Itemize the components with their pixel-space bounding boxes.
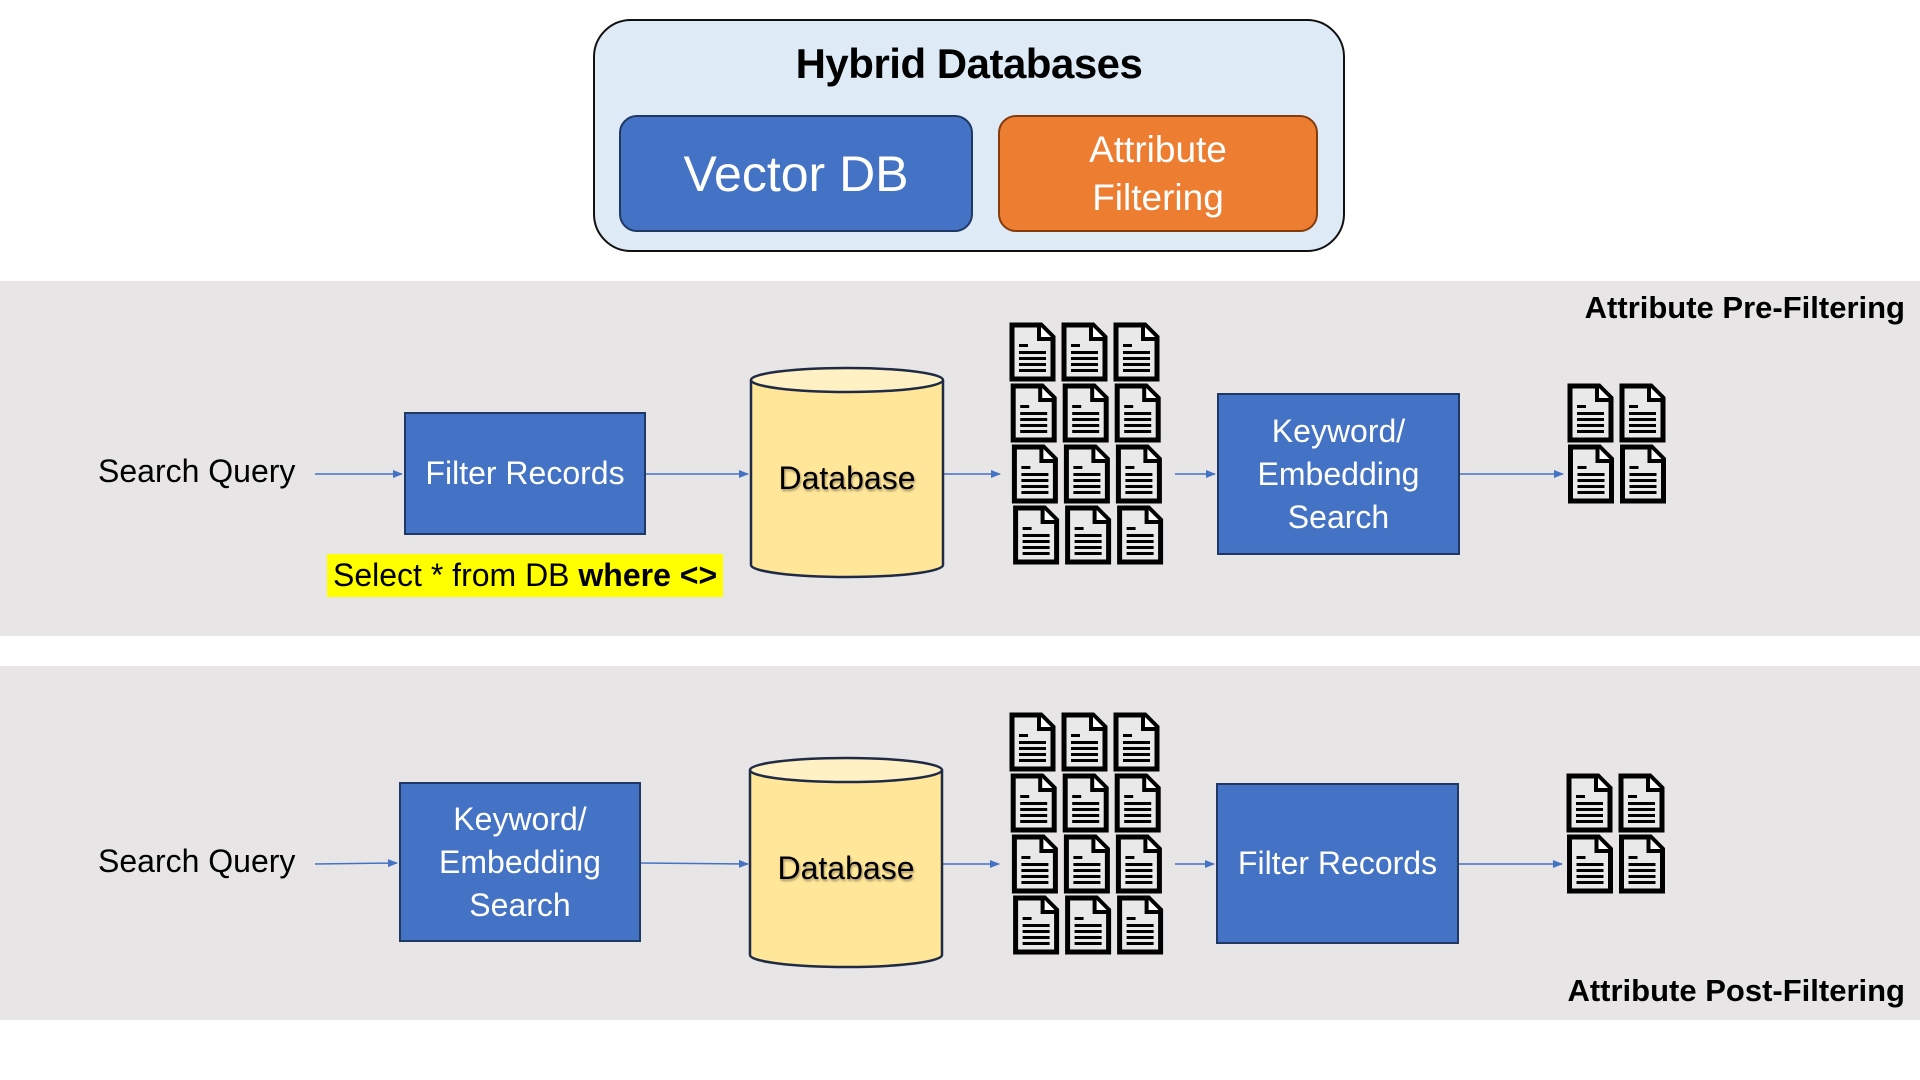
pre-keyword-line2: Embedding [1257, 455, 1420, 492]
document-icon [1016, 898, 1057, 952]
document-icon [1012, 325, 1053, 379]
pre-database-label: Database [778, 460, 916, 496]
document-icon [1570, 837, 1611, 891]
document-icon [1014, 837, 1055, 891]
arrow-keyword-to-db [640, 859, 749, 868]
document-icon [1569, 776, 1610, 830]
post-search-query-label: Search Query [98, 843, 296, 879]
sql-bold: where <> [578, 557, 718, 593]
post-keyword-line1: Keyword/ [453, 800, 587, 837]
document-icon [1012, 715, 1053, 769]
document-icon [1068, 508, 1109, 562]
pre-database-cylinder [749, 366, 945, 579]
pre-filter-records-box: Filter Records [404, 412, 646, 535]
pre-result-docs [1570, 386, 1664, 501]
post-intermediate-docs [1012, 715, 1161, 952]
attribute-filtering-label-line2: Filtering [1092, 176, 1224, 218]
vector-db-box: Vector DB [619, 115, 973, 232]
document-icon [1571, 447, 1612, 501]
post-keyword-line3: Search [469, 886, 571, 923]
sql-plain: Select * from DB [333, 557, 579, 593]
document-icon [1120, 508, 1161, 562]
document-icon [1117, 776, 1158, 830]
post-database-label: Database [777, 850, 915, 886]
hybrid-databases-title: Hybrid Databases [795, 40, 1143, 87]
document-icon [1066, 837, 1107, 891]
document-icon [1064, 715, 1105, 769]
pre-intermediate-docs [1012, 325, 1161, 562]
pre-keyword-search-box: Keyword/ Embedding Search [1217, 393, 1460, 555]
post-filter-records-box: Filter Records [1216, 783, 1459, 944]
document-icon [1016, 508, 1057, 562]
pre-keyword-line3: Search [1287, 498, 1390, 535]
vector-db-label: Vector DB [683, 145, 909, 202]
document-icon [1014, 447, 1055, 501]
document-icon [1622, 837, 1663, 891]
document-icon [1116, 325, 1157, 379]
post-keyword-search-box: Keyword/ Embedding Search [399, 782, 641, 942]
post-result-docs [1569, 776, 1663, 891]
arrow-query-to-keyword [314, 859, 398, 868]
document-icon [1621, 776, 1662, 830]
document-icon [1118, 837, 1159, 891]
document-icon [1066, 447, 1107, 501]
document-icon [1065, 386, 1106, 440]
attribute-filtering-box: Attribute Filtering [998, 115, 1318, 232]
post-keyword-line2: Embedding [439, 843, 601, 880]
document-icon [1623, 447, 1664, 501]
document-icon [1013, 776, 1054, 830]
post-filtering-label: Attribute Post-Filtering [1567, 973, 1905, 1008]
pre-filter-records-label: Filter Records [425, 455, 625, 491]
document-icon [1116, 715, 1157, 769]
document-icon [1622, 386, 1663, 440]
document-icon [1064, 325, 1105, 379]
pre-search-query-label: Search Query [98, 453, 296, 489]
post-database-cylinder [748, 756, 944, 969]
document-icon [1118, 447, 1159, 501]
pre-filtering-label: Attribute Pre-Filtering [1584, 290, 1905, 325]
document-icon [1068, 898, 1109, 952]
sql-highlight: Select * from DB where <> [327, 554, 724, 597]
pre-keyword-line1: Keyword/ [1271, 412, 1406, 449]
document-icon [1120, 898, 1161, 952]
document-icon [1065, 776, 1106, 830]
post-filter-records-label: Filter Records [1237, 845, 1438, 881]
attribute-filtering-label-line1: Attribute [1089, 128, 1227, 170]
document-icon [1570, 386, 1611, 440]
document-icon [1117, 386, 1158, 440]
document-icon [1013, 386, 1054, 440]
